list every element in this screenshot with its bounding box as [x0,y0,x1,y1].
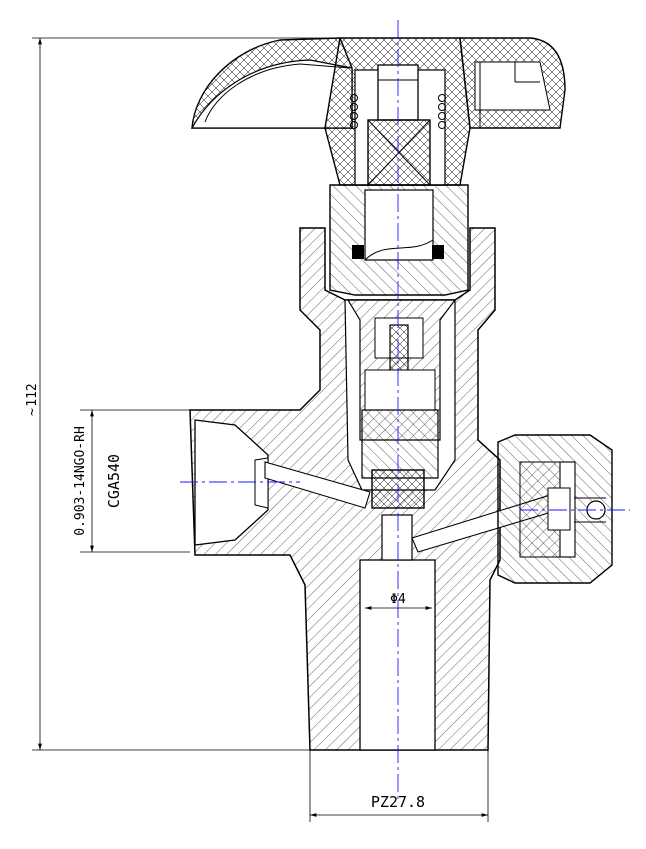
o-ring-left [352,245,364,259]
spindle [346,299,457,509]
bore-dimension: Φ4 [365,592,432,610]
safety-device [497,434,613,584]
inlet-bore [359,559,436,751]
outlet-dimension: 0.903-14NGO-RH CGA540 [73,409,190,553]
spring-right [438,94,446,129]
handwheel [190,37,566,186]
taper-dimension: PZ27.8 [309,750,489,822]
outlet-connection-label: CGA540 [105,454,123,508]
height-prefix: ~ [25,408,40,416]
o-ring-right [432,245,444,259]
height-label: 112 [25,383,40,406]
bore-label: Φ4 [390,592,406,607]
taper-label: PZ27.8 [371,793,425,811]
gland-nut [329,184,469,296]
center-lines [180,20,630,800]
spring-left [350,94,358,129]
outlet-bore [194,419,269,546]
outlet-thread-label: 0.903-14NGO-RH [73,426,88,536]
